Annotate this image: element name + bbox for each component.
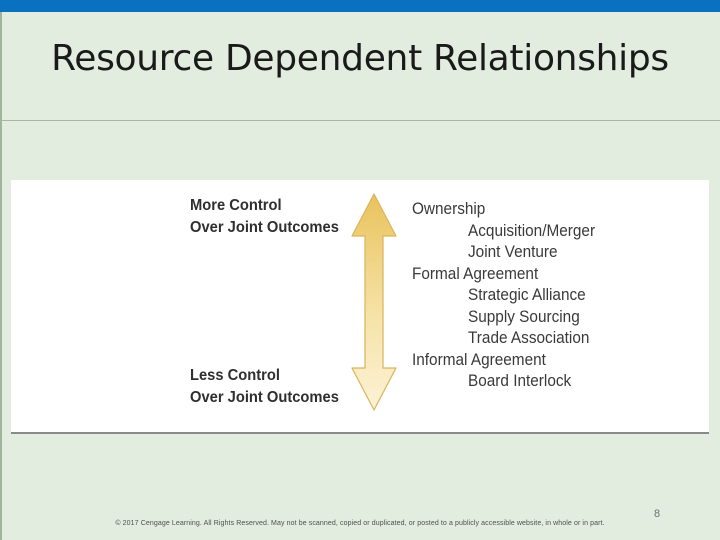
item-joint-venture: Joint Venture — [468, 243, 558, 261]
more-control-label-line-2: Over Joint Outcomes — [190, 219, 339, 236]
less-control-label-line-1: Less Control — [190, 367, 280, 384]
left-border-rule — [0, 12, 2, 540]
top-accent-bar — [0, 0, 720, 12]
item-board-interlock: Board Interlock — [468, 372, 572, 390]
item-formal-agreement: Formal Agreement — [412, 264, 539, 283]
item-ownership: Ownership — [412, 200, 486, 218]
less-control-label-line-2: Over Joint Outcomes — [190, 389, 339, 406]
copyright-footer: © 2017 Cengage Learning. All Rights Rese… — [115, 520, 605, 527]
item-supply-sourcing: Supply Sourcing — [468, 307, 580, 326]
slide-title: Resource Dependent Relationships — [51, 38, 669, 79]
page-number: 8 — [654, 508, 661, 520]
item-trade-association: Trade Association — [468, 329, 590, 347]
item-informal-agreement: Informal Agreement — [412, 350, 546, 369]
control-double-arrow-icon — [351, 193, 397, 411]
title-divider — [0, 120, 720, 121]
relationship-diagram: More Control Over Joint Outcomes Less Co… — [11, 180, 709, 434]
item-strategic-alliance: Strategic Alliance — [468, 286, 586, 304]
item-acquisition-merger: Acquisition/Merger — [468, 221, 596, 240]
more-control-label-line-1: More Control — [190, 197, 282, 214]
